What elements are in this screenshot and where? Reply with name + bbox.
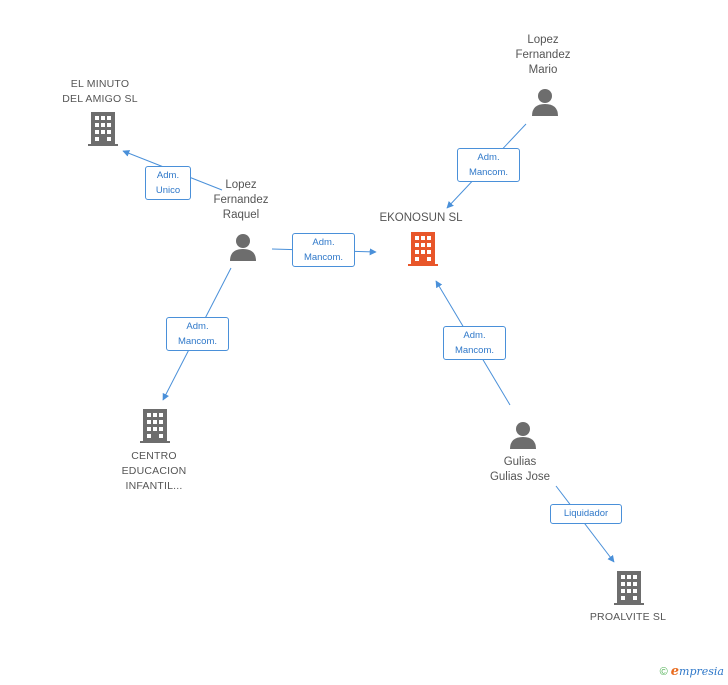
relation-badge-adm-mancom[interactable]: Adm. Mancom. bbox=[166, 317, 229, 351]
brand-name: mpresia bbox=[679, 665, 724, 678]
badge-line: Mancom. bbox=[468, 167, 509, 178]
company-label-ekonosun[interactable]: EKONOSUN SL bbox=[361, 211, 481, 226]
badge-line: Liquidador bbox=[563, 508, 609, 519]
badge-line: Mancom. bbox=[454, 345, 495, 356]
person-label-raquel[interactable]: Lopez Fernandez Raquel bbox=[191, 178, 291, 223]
badge-line: Unico bbox=[155, 185, 181, 196]
building-icon[interactable] bbox=[614, 571, 644, 605]
label-line: EL MINUTO bbox=[70, 78, 130, 90]
badge-line: Adm. bbox=[312, 237, 335, 248]
label-line: Fernandez bbox=[515, 49, 571, 61]
label-line: Gulias bbox=[503, 456, 537, 468]
company-label-proalvite[interactable]: PROALVITE SL bbox=[578, 610, 678, 625]
badge-line: Adm. bbox=[463, 330, 486, 341]
relation-badge-adm-mancom[interactable]: Adm. Mancom. bbox=[457, 148, 520, 182]
relation-badge-adm-unico[interactable]: Adm. Unico bbox=[145, 166, 191, 200]
badge-line: Mancom. bbox=[177, 336, 218, 347]
person-label-gulias[interactable]: Gulias Gulias Jose bbox=[470, 455, 570, 485]
label-line: Lopez bbox=[225, 179, 257, 191]
label-line: Gulias Jose bbox=[489, 471, 551, 483]
person-label-mario[interactable]: Lopez Fernandez Mario bbox=[493, 33, 593, 78]
label-line: CENTRO bbox=[131, 450, 177, 462]
label-line: Raquel bbox=[222, 209, 260, 221]
label-line: Fernandez bbox=[213, 194, 269, 206]
copyright-icon: © bbox=[659, 666, 668, 678]
badge-line: Adm. bbox=[156, 170, 180, 181]
relation-badge-adm-mancom[interactable]: Adm. Mancom. bbox=[443, 326, 506, 360]
badge-line: Mancom. bbox=[303, 252, 344, 263]
label-line: Mario bbox=[528, 64, 558, 76]
building-icon[interactable] bbox=[88, 112, 118, 146]
brand-initial: e bbox=[670, 664, 680, 679]
empresia-watermark: © empresia bbox=[660, 664, 724, 679]
label-line: Lopez bbox=[527, 34, 559, 46]
label-line: EDUCACION bbox=[121, 465, 187, 477]
building-icon[interactable] bbox=[140, 409, 170, 443]
relation-badge-adm-mancom[interactable]: Adm. Mancom. bbox=[292, 233, 355, 267]
label-line: EKONOSUN SL bbox=[379, 212, 463, 224]
company-label-centro[interactable]: CENTRO EDUCACION INFANTIL... bbox=[104, 449, 204, 494]
person-icon[interactable] bbox=[230, 234, 256, 261]
label-line: INFANTIL... bbox=[125, 480, 183, 492]
badge-line: Adm. bbox=[477, 152, 500, 163]
relation-badge-liquidador[interactable]: Liquidador bbox=[550, 504, 622, 524]
label-line: DEL AMIGO SL bbox=[62, 93, 138, 105]
edge-gulias-proalvite bbox=[555, 485, 615, 563]
badge-line: Adm. bbox=[186, 321, 209, 332]
person-icon[interactable] bbox=[510, 422, 536, 449]
person-icon[interactable] bbox=[532, 89, 558, 116]
label-line: PROALVITE SL bbox=[589, 611, 667, 623]
main-building-icon[interactable] bbox=[408, 232, 438, 266]
company-label-minuto[interactable]: EL MINUTO DEL AMIGO SL bbox=[50, 77, 150, 107]
